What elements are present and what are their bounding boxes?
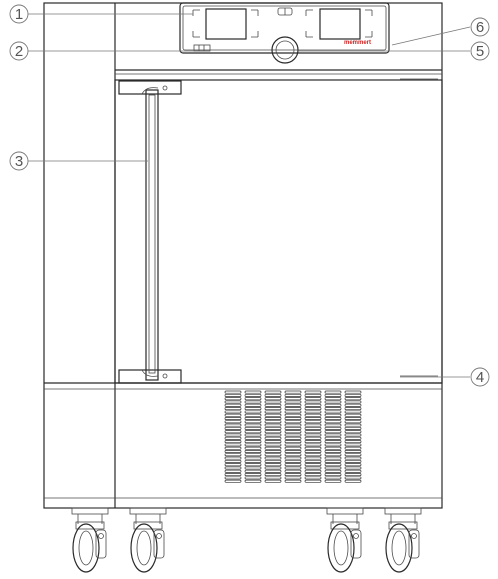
control-panel	[115, 2, 442, 75]
vent-grille	[224, 390, 362, 483]
vent-column	[224, 390, 242, 483]
brand-label: memmert	[344, 40, 371, 46]
callout-4: 4	[470, 367, 490, 387]
vent-column	[284, 390, 302, 483]
cabinet	[43, 2, 443, 509]
brand-logo: memmert	[344, 40, 371, 46]
callout-1-number: 1	[15, 6, 23, 23]
callout-3: 3	[9, 151, 29, 171]
castor-wheels	[71, 507, 422, 573]
callout-6: 6	[470, 17, 490, 37]
castor	[384, 507, 422, 573]
callout-2-number: 2	[15, 43, 23, 60]
vent-column	[264, 390, 282, 483]
right-display	[305, 8, 373, 40]
center-indicator-icon	[277, 7, 293, 16]
castor	[129, 507, 167, 573]
turn-push-control	[271, 36, 299, 64]
callout-5-number: 5	[476, 43, 484, 60]
usb-port	[193, 44, 211, 52]
vent-column	[304, 390, 322, 483]
left-display	[192, 8, 259, 40]
leader-lines	[28, 13, 471, 378]
callout-5: 5	[470, 41, 490, 61]
castor	[326, 507, 364, 573]
vent-column	[324, 390, 342, 483]
callout-4-number: 4	[476, 369, 484, 386]
callout-6-number: 6	[476, 19, 484, 36]
callout-1: 1	[9, 4, 29, 24]
callout-2: 2	[9, 41, 29, 61]
door	[114, 78, 443, 384]
callout-3-number: 3	[15, 153, 23, 170]
door-handle	[118, 80, 182, 384]
castor	[71, 507, 109, 573]
vent-column	[344, 390, 362, 483]
vent-column	[244, 390, 262, 483]
